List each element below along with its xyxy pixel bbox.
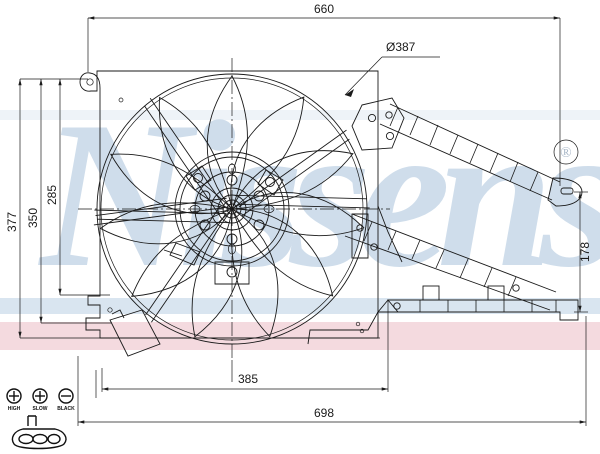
terminal-label-slow: SLOW [33, 406, 48, 412]
terminal-symbol-black [58, 388, 74, 404]
fan-blades [99, 75, 365, 338]
connector-legend: HIGH SLOW BLACK [6, 388, 75, 450]
registered-mark-glyph: ® [560, 145, 571, 161]
registered-trademark: ® [553, 139, 579, 165]
dim-label-660: 660 [314, 2, 334, 16]
dimension-698: 698 [77, 316, 587, 426]
line-drawing-layer: 660 Ø387 377 350 285 [5, 2, 592, 426]
dim-label-387: Ø387 [386, 40, 416, 54]
dimension-285: 285 [45, 79, 110, 296]
connector-plug-pictogram [11, 415, 67, 450]
dim-label-698: 698 [314, 406, 334, 420]
right-mounting-bracket [344, 97, 583, 311]
dimension-350: 350 [26, 79, 112, 324]
dimension-385: 385 [101, 300, 389, 392]
watermark-band-blue-upper [0, 110, 600, 120]
terminal-label-black: BLACK [57, 406, 75, 412]
fan-assembly [78, 58, 390, 360]
dimension-178: 178 [574, 191, 592, 313]
dimension-fan-diameter: Ø387 [344, 40, 440, 97]
dim-label-377: 377 [5, 212, 19, 232]
dim-label-285: 285 [45, 185, 59, 205]
terminal-symbol-slow [32, 388, 48, 404]
watermark-band-blue [0, 298, 600, 314]
motor-mount-pads [163, 165, 284, 285]
fan-shroud-outline [79, 70, 379, 339]
terminal-label-high: HIGH [8, 406, 21, 412]
dim-label-385: 385 [238, 372, 258, 386]
terminal-symbol-high [6, 388, 22, 404]
wiring-connector-block [85, 309, 161, 357]
dim-label-350: 350 [26, 208, 40, 228]
lower-flange-rail [307, 285, 579, 345]
dimension-660: 660 [87, 2, 561, 186]
witness-lines [77, 356, 97, 398]
dimension-377: 377 [5, 78, 380, 339]
dim-label-178: 178 [578, 242, 592, 262]
watermark-wordmark: Nissens [38, 79, 600, 311]
